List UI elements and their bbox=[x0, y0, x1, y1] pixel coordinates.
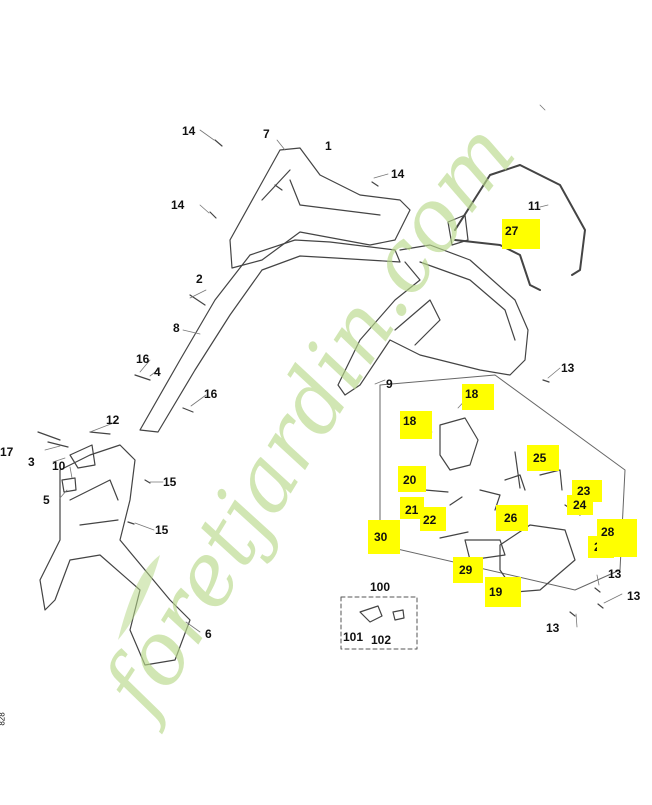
callout-4: 4 bbox=[154, 365, 161, 379]
highlight-21: 21 bbox=[400, 497, 424, 519]
callout-7: 7 bbox=[263, 127, 270, 141]
highlight-22-label: 22 bbox=[423, 513, 437, 527]
callout-5: 5 bbox=[43, 493, 50, 507]
highlight-30: 30 bbox=[368, 520, 400, 554]
highlight-29: 29 bbox=[453, 557, 483, 583]
side-code: 828 bbox=[0, 712, 7, 726]
callout-8: 8 bbox=[173, 321, 180, 335]
highlight-28: 28 bbox=[597, 519, 637, 557]
highlight-29-label: 29 bbox=[459, 563, 473, 577]
highlight-19: 19 bbox=[485, 577, 521, 607]
highlight-18-a: 18 bbox=[462, 384, 494, 410]
part-8-tube bbox=[139, 239, 401, 433]
callout-3: 3 bbox=[28, 455, 35, 469]
highlight-20-label: 20 bbox=[403, 473, 417, 487]
callout-14-c: 14 bbox=[171, 198, 185, 212]
callout-13-a: 13 bbox=[561, 361, 575, 375]
highlight-27: 27 bbox=[502, 219, 540, 249]
callout-2: 2 bbox=[196, 272, 203, 286]
callout-15-a: 15 bbox=[163, 475, 177, 489]
highlight-26-label: 26 bbox=[504, 511, 518, 525]
callout-13-b: 13 bbox=[608, 567, 622, 581]
callout-13-d: 13 bbox=[546, 621, 560, 635]
highlight-21-label: 21 bbox=[405, 503, 419, 517]
highlight-22: 22 bbox=[420, 507, 446, 531]
callout-12: 12 bbox=[106, 413, 120, 427]
callout-16-b: 16 bbox=[204, 387, 218, 401]
callout-14-a: 14 bbox=[182, 124, 196, 138]
callout-16-a: 16 bbox=[136, 352, 150, 366]
highlight-27-label: 27 bbox=[505, 224, 519, 238]
highlight-28-label: 28 bbox=[601, 525, 615, 539]
callout-17: 17 bbox=[0, 445, 14, 459]
callout-11: 11 bbox=[528, 199, 541, 213]
callout-10: 10 bbox=[52, 459, 66, 473]
highlight-18-b: 18 bbox=[400, 411, 432, 439]
highlight-24-a: 24 bbox=[567, 495, 593, 515]
highlight-23-label: 23 bbox=[577, 484, 591, 498]
highlight-19-label: 19 bbox=[489, 585, 503, 599]
highlight-25: 25 bbox=[527, 445, 559, 471]
highlight-20: 20 bbox=[398, 466, 426, 492]
highlight-30-label: 30 bbox=[374, 530, 388, 544]
callout-13-c: 13 bbox=[627, 589, 641, 603]
highlight-18-a-label: 18 bbox=[465, 387, 479, 401]
part-11-bail bbox=[454, 164, 586, 291]
callout-102: 102 bbox=[371, 633, 392, 647]
part-6-frame bbox=[39, 444, 191, 666]
callout-14-b: 14 bbox=[391, 167, 405, 181]
callout-100: 100 bbox=[370, 580, 391, 594]
group-100-box bbox=[340, 596, 418, 650]
highlight-25-label: 25 bbox=[533, 451, 547, 465]
callout-15-b: 15 bbox=[155, 523, 169, 537]
callout-101: 101 bbox=[343, 630, 364, 644]
highlight-18-b-label: 18 bbox=[403, 414, 417, 428]
callout-6: 6 bbox=[205, 627, 212, 641]
callout-9: 9 bbox=[386, 377, 393, 391]
highlight-26: 26 bbox=[496, 505, 528, 531]
highlight-24-a-label: 24 bbox=[573, 498, 587, 512]
part-7-console bbox=[229, 147, 411, 269]
callout-1: 1 bbox=[325, 139, 332, 153]
part-9-handle bbox=[337, 244, 529, 396]
